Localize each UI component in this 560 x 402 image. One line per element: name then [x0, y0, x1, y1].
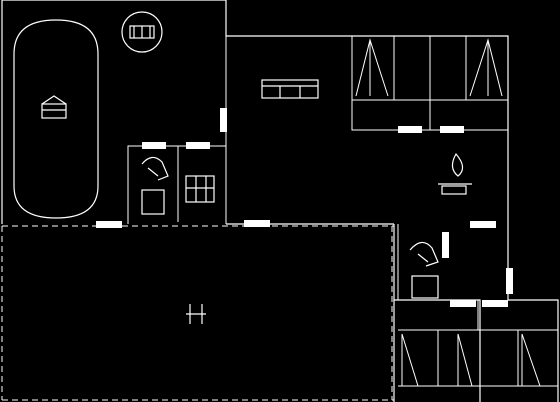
- pool-bench-icon: [41, 103, 67, 119]
- door-south-b: [482, 300, 508, 307]
- toilet-icon: [141, 156, 169, 215]
- pool-icon: [13, 19, 99, 219]
- door-living-west: [220, 108, 227, 132]
- closet-icon-south: [401, 333, 541, 387]
- closet-icon: [355, 38, 503, 97]
- door-east-side: [506, 268, 513, 294]
- toilet-icon-east: [409, 241, 439, 299]
- yard-outline: [1, 225, 394, 401]
- table-icon: [186, 304, 206, 324]
- door-south-a: [450, 300, 476, 307]
- door-openings: [96, 108, 513, 307]
- door-laundry: [186, 142, 210, 149]
- sofa-icon: [261, 79, 319, 99]
- door-wardrobe-a: [398, 126, 422, 133]
- fireplace-icon: [438, 152, 472, 195]
- appliance-icon: [185, 175, 215, 203]
- door-bath-west: [142, 142, 166, 149]
- door-bath-east: [442, 232, 449, 258]
- hot-tub-icon: [121, 11, 163, 53]
- door-yard-main: [244, 220, 270, 227]
- door-kitchen-east: [470, 221, 496, 228]
- door-wardrobe-b: [440, 126, 464, 133]
- door-yard-west: [96, 221, 122, 228]
